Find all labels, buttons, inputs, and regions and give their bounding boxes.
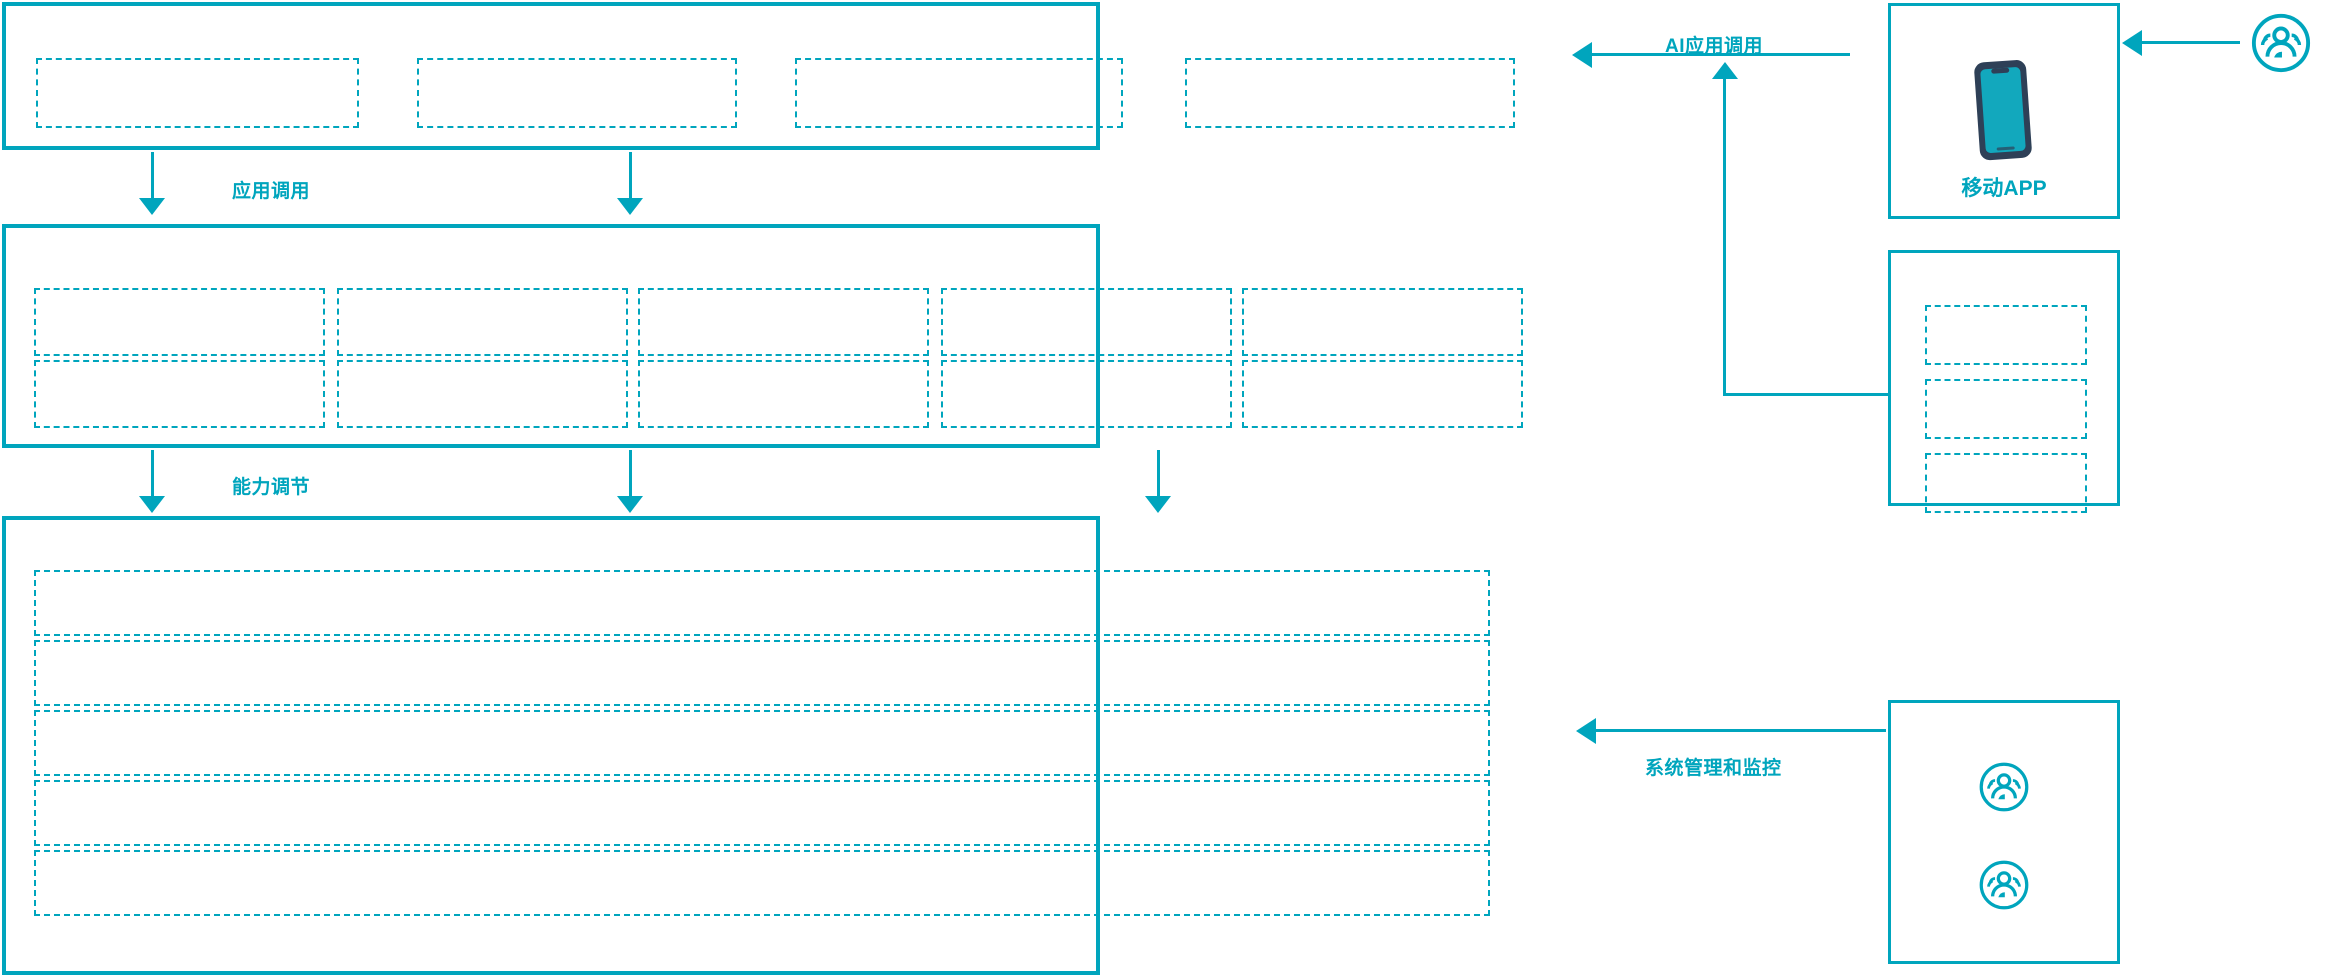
application-call-arrow-head-1: [139, 198, 165, 215]
mobile-app-label: 移动APP: [1961, 177, 2047, 200]
capability-adjust-arrow-line-3: [1157, 450, 1160, 498]
capability-slot-r1c5[interactable]: [1242, 288, 1523, 356]
capability-slot-r2c5[interactable]: [1242, 360, 1523, 428]
user-group-icon-admin-2[interactable]: [1978, 859, 2030, 911]
mobile-app-box[interactable]: 移动APP: [1888, 3, 2120, 219]
application-layer-slot-1[interactable]: [36, 58, 359, 128]
smartphone-icon: [1970, 58, 2038, 162]
right-middle-box[interactable]: [1888, 250, 2120, 513]
capability-slot-r1c4[interactable]: [941, 288, 1232, 356]
system-management-label: 系统管理和监控: [1645, 758, 1782, 779]
ai-application-call-arrow-line: [1590, 53, 1850, 56]
application-call-arrow-head-2: [617, 198, 643, 215]
capability-slot-r2c4[interactable]: [941, 360, 1232, 428]
capability-adjust-arrow-line-1: [151, 450, 154, 498]
ai-application-call-arrow-head: [1572, 42, 1592, 68]
system-management-arrow-head: [1576, 718, 1596, 744]
capability-adjust-label: 能力调节: [232, 477, 311, 498]
capability-layer-panel: [2, 224, 1100, 448]
right-bottom-box[interactable]: [1888, 700, 2120, 964]
capability-adjust-arrow-head-3: [1145, 496, 1171, 513]
capability-slot-r2c3[interactable]: [638, 360, 929, 428]
platform-slot-1[interactable]: [34, 570, 1490, 636]
user-group-icon-admin-1[interactable]: [1978, 761, 2030, 813]
platform-layer-panel: [2, 516, 1100, 975]
capability-adjust-arrow-head-2: [617, 496, 643, 513]
application-call-arrow-line-1: [151, 152, 154, 200]
application-layer-slot-4[interactable]: [1185, 58, 1515, 128]
right-middle-slot-1[interactable]: [1925, 305, 2087, 365]
capability-slot-r1c3[interactable]: [638, 288, 929, 356]
right-middle-slot-3[interactable]: [1925, 453, 2087, 513]
capability-adjust-arrow-head-1: [139, 496, 165, 513]
capability-slot-r2c2[interactable]: [337, 360, 628, 428]
middle-box-connector-arrow-head: [1712, 62, 1738, 79]
right-middle-slot-2[interactable]: [1925, 379, 2087, 439]
capability-slot-r2c1[interactable]: [34, 360, 325, 428]
application-call-label: 应用调用: [232, 181, 311, 202]
application-layer-slot-2[interactable]: [417, 58, 737, 128]
system-management-arrow-line: [1594, 729, 1886, 732]
capability-slot-r1c2[interactable]: [337, 288, 628, 356]
middle-box-connector-horizontal: [1723, 393, 1888, 396]
external-to-mobile-arrow-head: [2122, 30, 2142, 56]
application-layer-panel: [2, 2, 1100, 150]
capability-slot-r1c1[interactable]: [34, 288, 325, 356]
platform-slot-3[interactable]: [34, 710, 1490, 776]
application-layer-slot-3[interactable]: [795, 58, 1123, 128]
capability-adjust-arrow-line-2: [629, 450, 632, 498]
platform-slot-4[interactable]: [34, 780, 1490, 846]
middle-box-connector-vertical: [1723, 78, 1726, 396]
ai-application-call-label: AI应用调用: [1665, 36, 1764, 57]
external-to-mobile-arrow-line: [2140, 41, 2240, 44]
platform-slot-5[interactable]: [34, 850, 1490, 916]
platform-slot-2[interactable]: [34, 640, 1490, 706]
application-call-arrow-line-2: [629, 152, 632, 200]
user-group-icon-external[interactable]: [2250, 12, 2312, 74]
